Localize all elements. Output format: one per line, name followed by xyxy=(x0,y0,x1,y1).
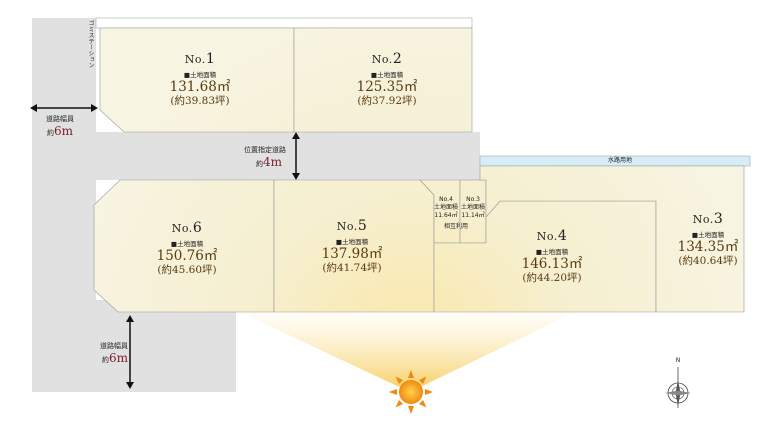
lot-4-caption: ■土地面積 xyxy=(535,248,569,256)
shared-lot-4-caption: 土地面積 xyxy=(433,204,458,212)
lot-1-caption: ■土地面積 xyxy=(183,71,217,79)
road-width-bottom-caption: 道路幅員 xyxy=(100,342,128,350)
lot-2-area: 125.35㎡ xyxy=(356,78,418,95)
lot-3-caption: ■土地面積 xyxy=(691,231,725,239)
lot-3-label: No.3 ■土地面積 134.35㎡ (約40.64坪) xyxy=(658,212,758,267)
lot-1-number: No.1 xyxy=(184,51,216,67)
lot-1-label: No.1 ■土地面積 131.68㎡ (約39.83坪) xyxy=(150,52,250,107)
lot-6-area: 150.76㎡ xyxy=(156,247,218,264)
road-width-center-value: 約4m xyxy=(256,155,283,169)
lot-4-number: No.4 xyxy=(536,228,568,244)
garbage-station-label: ゴミステーション xyxy=(87,20,94,68)
lot-6-number: No.6 xyxy=(171,220,203,236)
lot-6-tsubo: (約45.60坪) xyxy=(157,264,217,276)
shared-lot-3-label: No.3 土地面積 11.14㎡ xyxy=(457,196,489,220)
lot-6-label: No.6 ■土地面積 150.76㎡ (約45.60坪) xyxy=(137,221,237,276)
water-channel-label: 水路用地 xyxy=(607,157,632,164)
compass-icon xyxy=(665,367,691,408)
lot-3-area: 134.35㎡ xyxy=(677,238,739,255)
road-width-bottom-value: 約6m xyxy=(101,351,128,365)
sun-beam xyxy=(214,300,600,392)
road-left xyxy=(32,18,236,392)
road-width-top-label: 道路幅員 約6m xyxy=(38,115,82,138)
shared-lot-4-area: 11.64㎡ xyxy=(434,212,458,220)
sun-icon xyxy=(389,370,433,414)
shared-lot-3-area: 11.14㎡ xyxy=(461,212,485,220)
lot-1-shape xyxy=(99,27,295,133)
lot-3-tsubo: (約40.64坪) xyxy=(678,255,738,267)
lot-5-number: No.5 xyxy=(336,218,368,234)
road-width-center-label: 位置指定道路 約4m xyxy=(244,146,300,169)
lot-3-number: No.3 xyxy=(692,211,724,227)
road-width-top-caption: 道路幅員 xyxy=(46,115,74,123)
road-width-arrow-top xyxy=(30,104,98,112)
road-center xyxy=(96,132,480,180)
lot-2-caption: ■土地面積 xyxy=(370,71,404,79)
shared-lot-4-label: No.4 土地面積 11.64㎡ xyxy=(428,196,464,220)
shared-lot-3-number: No.3 xyxy=(466,196,480,203)
lot-4-tsubo: (約44.20坪) xyxy=(522,272,582,284)
garbage-station-strip xyxy=(95,17,473,29)
lot-2-number: No.2 xyxy=(371,51,403,67)
compass-north-label: N xyxy=(675,357,681,364)
lot-2-shape xyxy=(293,27,473,133)
lot-5-label: No.5 ■土地面積 137.98㎡ (約41.74坪) xyxy=(302,219,402,274)
road-width-top-value: 約6m xyxy=(46,124,74,138)
road-width-arrow-bottom xyxy=(126,315,134,389)
lot-5-tsubo: (約41.74坪) xyxy=(322,262,382,274)
lot-1-tsubo: (約39.83坪) xyxy=(170,95,230,107)
road-width-bottom-label: 道路幅員 約6m xyxy=(84,342,128,365)
shared-lot-4-number: No.4 xyxy=(439,196,453,203)
lot-5-area: 137.98㎡ xyxy=(321,245,383,262)
lot-6-caption: ■土地面積 xyxy=(170,240,204,248)
lot-2-label: No.2 ■土地面積 125.35㎡ (約37.92坪) xyxy=(337,52,437,107)
lot-3-shape xyxy=(479,165,745,313)
shared-use-label: 相互利用 xyxy=(443,223,468,230)
lot-4-area: 146.13㎡ xyxy=(521,255,583,272)
lot-2-tsubo: (約37.92坪) xyxy=(357,95,417,107)
road-width-center-caption: 位置指定道路 xyxy=(244,146,286,154)
shared-lot-3-shape xyxy=(459,179,487,244)
road-width-arrow-center xyxy=(292,132,300,180)
lot-1-area: 131.68㎡ xyxy=(169,78,231,95)
lot-4-label: No.4 ■土地面積 146.13㎡ (約44.20坪) xyxy=(502,229,602,284)
lot-5-caption: ■土地面積 xyxy=(335,238,369,246)
shared-lot-3-caption: 土地面積 xyxy=(460,204,485,212)
